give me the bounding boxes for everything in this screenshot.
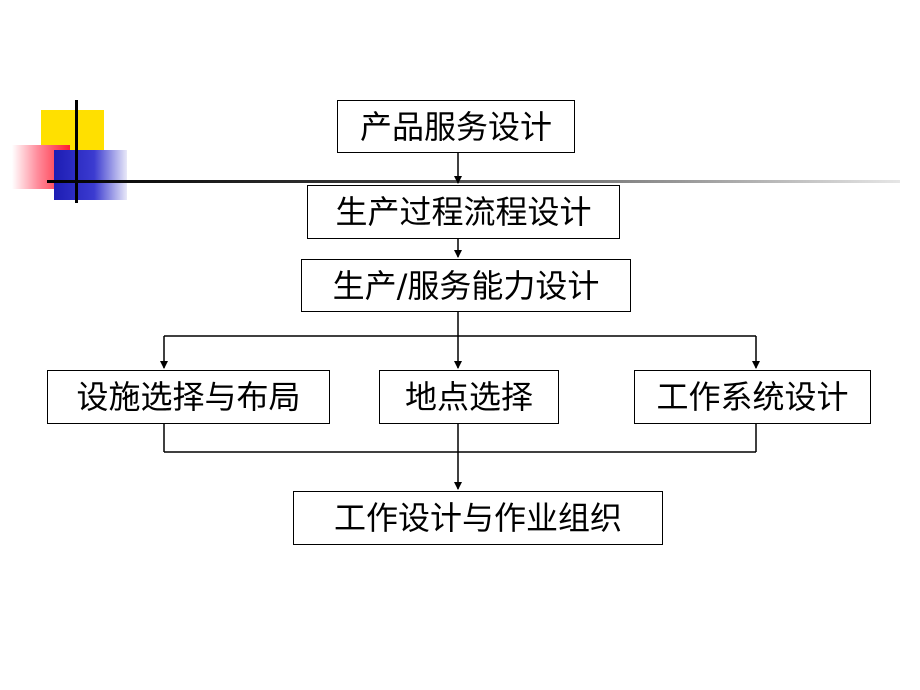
node-work-system-design: 工作系统设计	[634, 370, 871, 424]
decorative-vertical-line	[75, 100, 78, 203]
node-label: 工作系统设计	[656, 378, 849, 416]
node-process-flow-design: 生产过程流程设计	[307, 185, 620, 239]
node-job-design-organization: 工作设计与作业组织	[293, 491, 663, 545]
node-label: 地点选择	[404, 378, 533, 416]
decorative-blue-square	[54, 150, 127, 200]
node-capacity-design: 生产/服务能力设计	[301, 259, 631, 312]
node-label: 生产/服务能力设计	[332, 266, 600, 305]
node-label: 生产过程流程设计	[335, 193, 592, 231]
node-label: 产品服务设计	[359, 107, 552, 146]
node-label: 工作设计与作业组织	[333, 499, 622, 537]
node-location-selection: 地点选择	[379, 370, 559, 424]
node-label: 设施选择与布局	[76, 378, 301, 416]
node-product-service-design: 产品服务设计	[337, 100, 575, 153]
node-facility-selection-layout: 设施选择与布局	[47, 370, 330, 424]
decorative-horizontal-rule	[47, 180, 900, 183]
